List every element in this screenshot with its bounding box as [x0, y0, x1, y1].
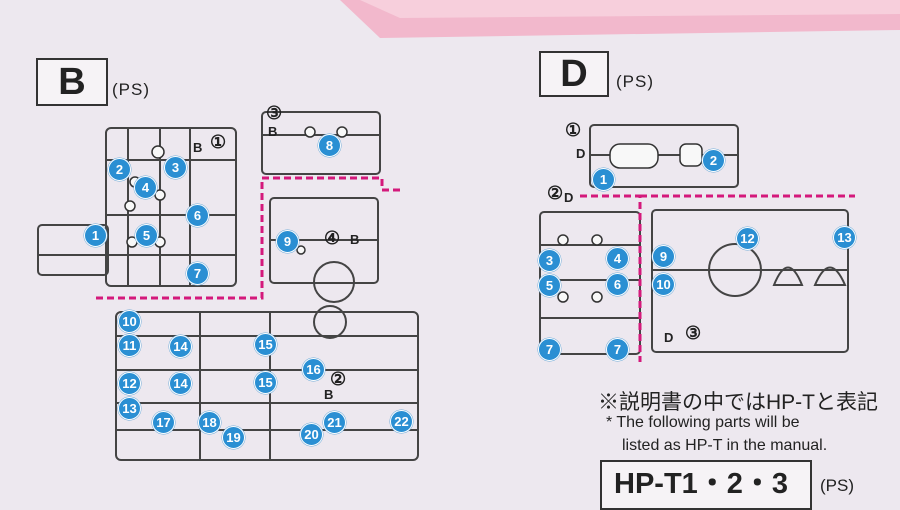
section-b-material: (PS) [112, 80, 150, 99]
runner-tag-d2-number: ② [547, 183, 564, 203]
section-b-label: B [36, 58, 108, 106]
section-d-material: (PS) [616, 72, 654, 91]
part-number-b4: 4 [134, 176, 157, 199]
part-number-d10: 10 [652, 273, 675, 296]
runner-frames-b [37, 111, 419, 461]
part-number-b13: 13 [118, 397, 141, 420]
note-english-line1: * The following parts will be [606, 414, 800, 431]
note-english-line2: listed as HP-T in the manual. [622, 437, 828, 454]
part-number-b1: 1 [84, 224, 107, 247]
section-divider [96, 176, 855, 362]
part-number-d6: 6 [606, 273, 629, 296]
part-number-d13: 13 [833, 226, 856, 249]
part-number-d12: 12 [736, 227, 759, 250]
part-number-b22: 22 [390, 410, 413, 433]
part-number-b8: 8 [318, 134, 341, 157]
runner-tag-d1-letter: D [576, 146, 586, 161]
part-number-b17: 17 [152, 411, 175, 434]
part-number-d3: 3 [538, 249, 561, 272]
runner-tag-d2-letter: D [564, 190, 574, 205]
note-japanese: ※説明書の中ではHP-Tと表記 [598, 391, 878, 414]
part-number-b5: 5 [135, 224, 158, 247]
part-number-b9: 9 [276, 230, 299, 253]
part-number-b15b: 15 [254, 371, 277, 394]
part-number-b21: 21 [323, 411, 346, 434]
part-number-b18: 18 [198, 411, 221, 434]
runner-tag-d3-number: ③ [685, 323, 702, 343]
runner-tag-b4-number: ④ [324, 228, 341, 248]
runner-tag-b2-number: ② [330, 369, 347, 389]
part-number-d2: 2 [702, 149, 725, 172]
part-number-b19: 19 [222, 426, 245, 449]
part-number-b14b: 14 [169, 372, 192, 395]
part-number-d7a: 7 [538, 338, 561, 361]
part-number-d4: 4 [606, 247, 629, 270]
runner-tag-d3-letter: D [664, 330, 674, 345]
part-number-b15a: 15 [254, 333, 277, 356]
runner-tag-b4-letter: B [350, 232, 360, 247]
runner-tag-d1-number: ① [565, 120, 582, 140]
part-number-b6: 6 [186, 204, 209, 227]
part-number-b11: 11 [118, 334, 141, 357]
part-number-d5: 5 [538, 274, 561, 297]
part-number-b20: 20 [300, 423, 323, 446]
section-d-label: D [539, 51, 609, 97]
part-number-d7b: 7 [606, 338, 629, 361]
hp-t-material: (PS) [820, 476, 854, 495]
runner-tag-b3-letter: B [268, 124, 278, 139]
part-number-b16: 16 [302, 358, 325, 381]
runner-tag-b2-letter: B [324, 387, 334, 402]
part-number-b14a: 14 [169, 335, 192, 358]
runner-tag-b1-letter: B [193, 140, 203, 155]
part-number-d1: 1 [592, 168, 615, 191]
runner-tag-b3-number: ③ [266, 103, 283, 123]
decorative-stripe [340, 0, 900, 38]
part-number-b12: 12 [118, 372, 141, 395]
part-number-b3: 3 [164, 156, 187, 179]
part-number-b7: 7 [186, 262, 209, 285]
runner-tag-b1-number: ① [210, 132, 227, 152]
part-number-d9: 9 [652, 245, 675, 268]
part-number-b2: 2 [108, 158, 131, 181]
hp-t-section-label: HP-T1・2・3 [600, 460, 812, 510]
part-number-b10: 10 [118, 310, 141, 333]
